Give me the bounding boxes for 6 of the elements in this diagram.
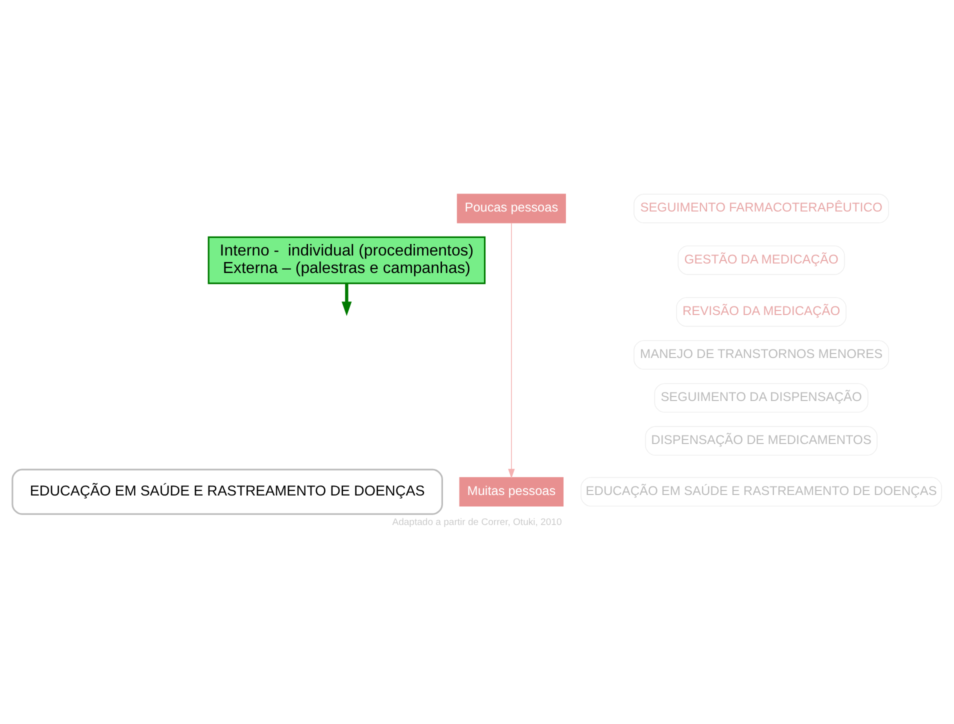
node-box: EDUCAÇÃO EM SAÚDE E RASTREAMENTO DE DOENÇAS xyxy=(12,468,443,514)
node-box: Poucas pessoas xyxy=(456,193,566,223)
arrow xyxy=(508,222,515,478)
node-box: Interno - individual (procedimentos) Externa – (palestras e campanhas) xyxy=(208,236,486,284)
node-box: Muitas pessoas xyxy=(459,476,564,506)
arrow xyxy=(342,282,352,316)
